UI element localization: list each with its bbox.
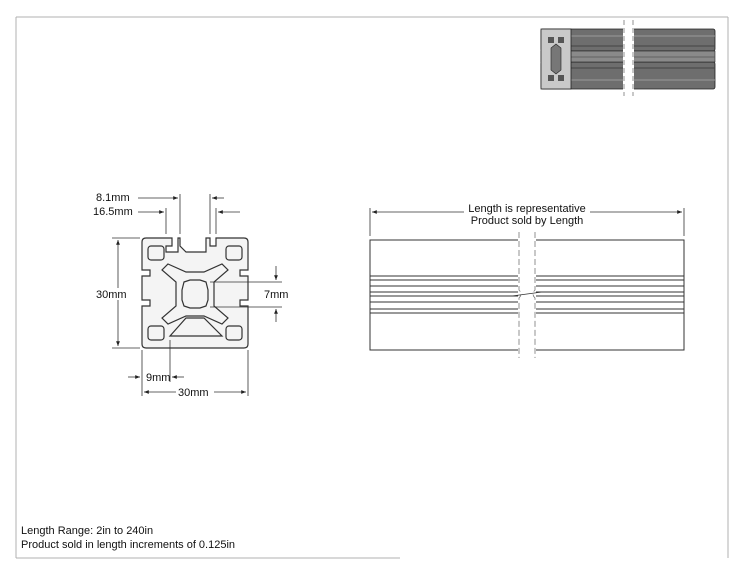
corner-hollow <box>225 325 243 341</box>
corner-hollow <box>225 245 243 261</box>
dim-slot-opening: 8.1mm <box>96 192 130 204</box>
dim-wall: 9mm <box>146 372 170 384</box>
dim-width: 30mm <box>178 387 209 399</box>
corner-hollow <box>147 325 165 341</box>
center-core <box>181 279 209 309</box>
extrusion-cross-section <box>141 237 249 349</box>
length-range-note: Length Range: 2in to 240in <box>21 525 154 537</box>
profile-thumbnail <box>540 20 716 96</box>
dim-slot-offset: 16.5mm <box>93 206 133 218</box>
lower-chamber <box>168 317 224 337</box>
increment-note: Product sold in length increments of 0.1… <box>21 539 236 551</box>
sheet-border <box>15 16 729 559</box>
extrusion-side-view <box>369 232 685 358</box>
side-view-caption-1: Length is representative <box>468 203 585 215</box>
corner-hollow <box>147 245 165 261</box>
cross-section-dimensions <box>112 194 282 396</box>
dim-core: 7mm <box>264 289 288 301</box>
side-view-dimension <box>369 208 685 236</box>
side-view-caption-2: Product sold by Length <box>471 215 584 227</box>
dim-height: 30mm <box>96 289 127 301</box>
cross-section-labels: 8.1mm 16.5mm 30mm 7mm 9mm 30mm <box>93 192 288 399</box>
